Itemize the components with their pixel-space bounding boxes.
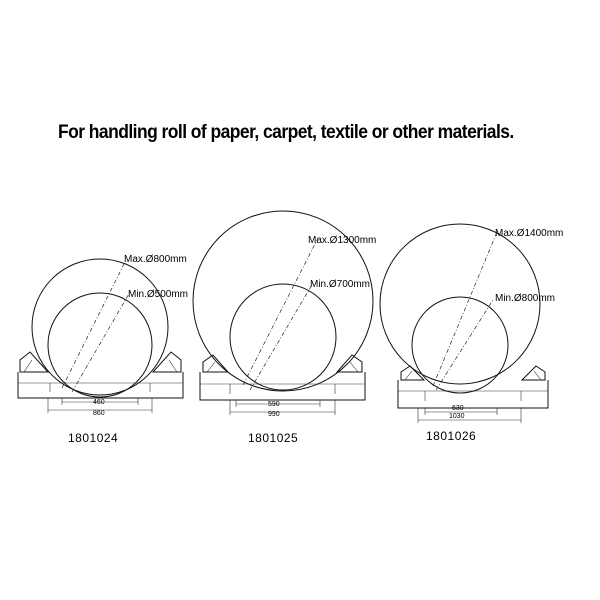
right-support-hatch — [168, 359, 178, 373]
max-roll-circle — [379, 223, 541, 385]
base-outline — [17, 372, 184, 399]
inner-dimension: 460 — [93, 399, 105, 406]
outer-dimension: 860 — [93, 410, 105, 417]
min-roll-circle — [229, 283, 337, 391]
min-diameter-label: Min.Ø700mm — [310, 279, 370, 290]
heading: For handling roll of paper, carpet, text… — [58, 122, 514, 143]
inner-dimension: 590 — [268, 401, 280, 408]
max-roll-circle — [31, 258, 169, 396]
model-code: 1801024 — [68, 431, 118, 445]
base-slots — [49, 383, 151, 392]
max-diameter-line — [61, 261, 126, 389]
model-code: 1801025 — [248, 431, 298, 445]
right-support — [335, 354, 363, 373]
max-diameter-line — [432, 231, 498, 387]
left-support-hatch — [23, 359, 33, 373]
max-roll-circle — [192, 210, 374, 392]
cradle-drawing-1801025: 590 990 Max.Ø1300mm Min.Ø700mm 1801025 — [192, 210, 376, 445]
min-diameter-line — [249, 282, 314, 391]
base-slots — [229, 384, 336, 394]
inner-dimension: 630 — [452, 405, 464, 412]
base-outline — [199, 372, 366, 401]
max-diameter-label: Max.Ø1400mm — [495, 228, 563, 239]
right-support-hatch — [349, 361, 359, 373]
max-diameter-label: Max.Ø1300mm — [308, 235, 376, 246]
min-diameter-label: Min.Ø800mm — [495, 293, 555, 304]
base-slots — [424, 391, 522, 401]
outer-dimension: 1030 — [449, 413, 465, 420]
right-support-hatch — [533, 370, 542, 381]
model-code: 1801026 — [426, 429, 476, 443]
left-support-hatch — [206, 361, 216, 373]
cradle-drawing-1801024: 460 860 Max.Ø800mm Min.Ø500mm 1801024 — [17, 254, 188, 445]
cradle-drawing-1801026: 630 1030 Max.Ø1400mm Min.Ø800mm 1801026 — [379, 223, 563, 443]
min-diameter-line — [435, 299, 494, 391]
left-support — [19, 351, 50, 373]
right-support — [151, 351, 182, 373]
max-diameter-line — [242, 237, 319, 386]
left-support — [202, 354, 230, 373]
min-roll-circle — [411, 296, 509, 394]
dim-ticks — [417, 408, 522, 423]
base-outline — [397, 380, 549, 409]
outer-dimension: 990 — [268, 411, 280, 418]
right-support — [520, 365, 546, 381]
min-diameter-line — [71, 291, 131, 393]
dim-ticks — [229, 400, 336, 415]
min-diameter-label: Min.Ø500mm — [128, 289, 188, 300]
min-roll-circle — [47, 292, 153, 398]
left-support-hatch — [404, 370, 413, 381]
max-diameter-label: Max.Ø800mm — [124, 254, 187, 265]
dim-ticks — [47, 398, 153, 413]
